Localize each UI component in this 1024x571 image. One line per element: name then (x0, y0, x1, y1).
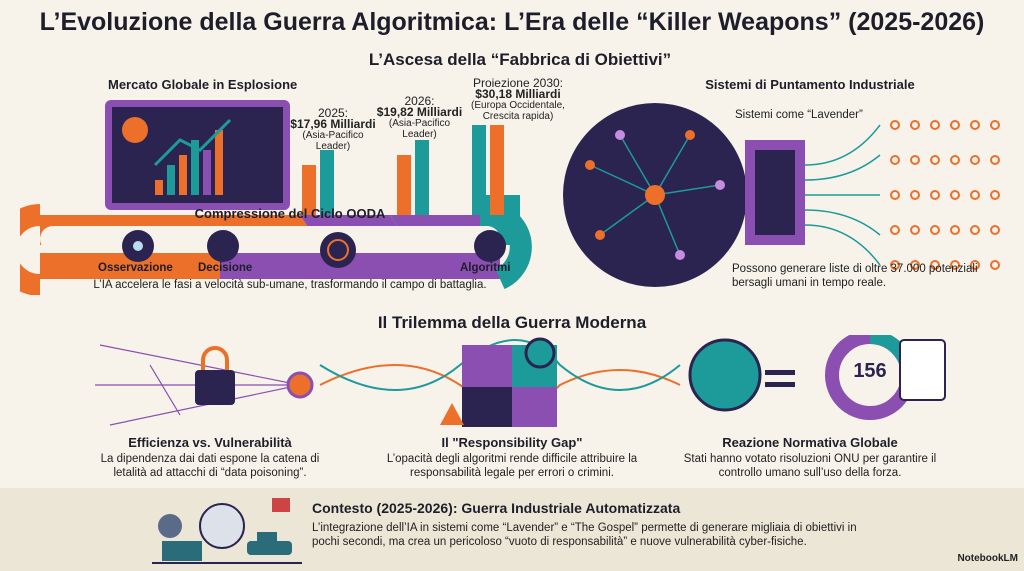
lavender-label: Sistemi come “Lavender” (732, 108, 866, 122)
market-2030: Proiezione 2030: $30,18 Milliardi (Europ… (471, 76, 565, 122)
ooda-step-algorithms: Algoritmi (460, 262, 511, 274)
ai-robot-tank-icon (152, 498, 302, 564)
ooda-loop-graphic (20, 100, 532, 295)
trilemma-item-responsibility: Il "Responsibility Gap" L’opacità degli … (386, 435, 638, 479)
market-title: Mercato Globale in Esplosione (108, 77, 298, 92)
market-2026: 2026: $19,82 Milliardi (Asia-Pacifico Le… (376, 94, 463, 140)
un-votes-count: 156 (853, 360, 887, 382)
brand-watermark: NotebookLM (957, 553, 1018, 564)
trilemma-item-efficiency: Efficienza vs. Vulnerabilità La dipenden… (100, 435, 320, 479)
targeting-network-graphic (563, 103, 1000, 287)
context-text: L’integrazione dell’IA in sistemi come “… (312, 522, 857, 548)
section1-heading: L’Ascesa della “Fabbrica di Obiettivi” (368, 50, 672, 69)
market-2025: 2025: $17,96 Milliardi (Asia-Pacifico Le… (290, 106, 376, 152)
page-title: L’Evoluzione della Guerra Algoritmica: L… (39, 8, 985, 36)
ooda-caption: L’IA accelera le fasi a velocità sub-uma… (93, 279, 487, 291)
trilemma-graphics (95, 335, 946, 427)
targeting-caption: Possono generare liste di oltre 37.000 p… (732, 263, 978, 289)
trilemma-item-regulation: Reazione Normativa Globale Stati hanno v… (683, 435, 937, 479)
ooda-title: Compressione del Ciclo OODA (194, 206, 386, 221)
targeting-title: Sistemi di Puntamento Industriale (705, 77, 915, 92)
context-title: Contesto (2025-2026): Guerra Industriale… (312, 500, 681, 516)
ooda-step-observe: Osservazione (98, 262, 173, 274)
ooda-step-decide: Decisione (198, 262, 253, 274)
section2-heading: Il Trilemma della Guerra Moderna (377, 313, 647, 332)
